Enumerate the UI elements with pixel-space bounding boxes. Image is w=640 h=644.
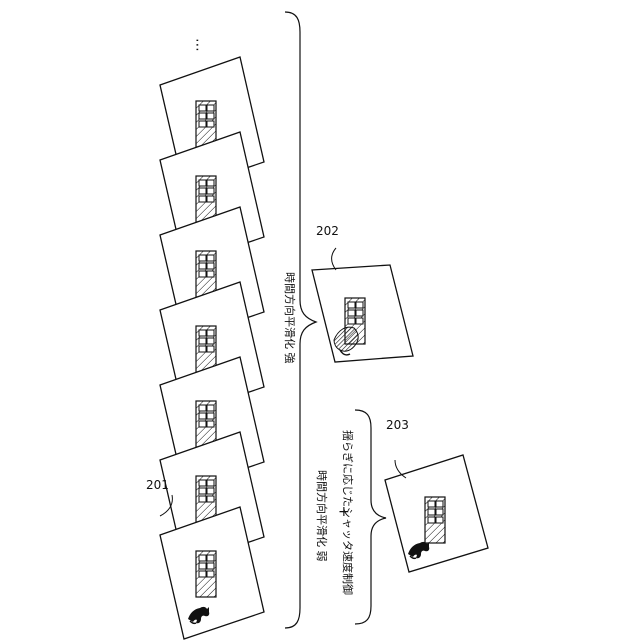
ref-203-label: 203 bbox=[386, 418, 409, 432]
weak-smoothing-label: 時間方向平滑化 弱 bbox=[314, 470, 330, 562]
frame-202 bbox=[312, 265, 413, 362]
frame-stack-201 bbox=[160, 57, 264, 639]
strong-smoothing-label: 時間方向平滑化 強 bbox=[282, 272, 298, 364]
ellipsis-label: ⋯ bbox=[189, 38, 205, 52]
plus-label: + bbox=[338, 504, 350, 520]
ref-202-label: 202 bbox=[316, 224, 339, 238]
ref-201-label: 201 bbox=[146, 478, 169, 492]
frame-203 bbox=[385, 455, 488, 572]
leader-202 bbox=[332, 248, 337, 270]
brace-small bbox=[355, 410, 386, 624]
